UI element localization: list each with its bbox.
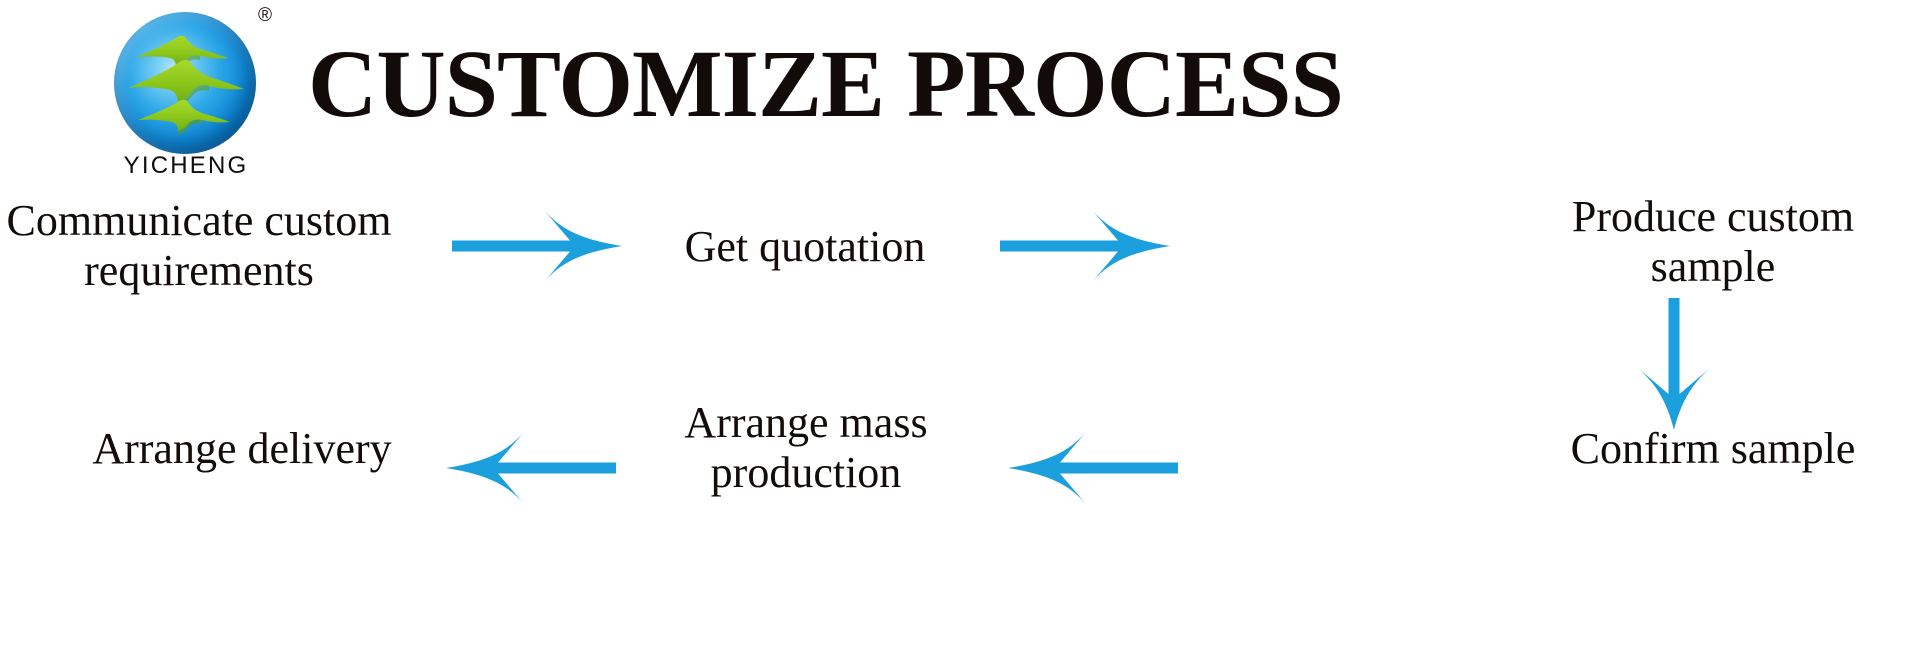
flow-node-confirm-sample: Confirm sample: [1570, 424, 1856, 473]
arrow-down-icon: [1634, 298, 1714, 430]
arrow-left-icon: [1008, 428, 1178, 508]
logo-wordmark: YICHENG: [123, 152, 249, 179]
registered-trademark-icon: ®: [258, 5, 272, 26]
arrow-left-icon: [446, 428, 616, 508]
flow-node-arrange-delivery: Arrange delivery: [92, 424, 392, 473]
flow-node-communicate: Communicate custom requirements: [6, 196, 392, 295]
diagram-header: ® YICHENG CUSTOMIZE PROCESS: [0, 0, 1920, 190]
flow-node-produce-sample: Produce custom sample: [1571, 192, 1855, 291]
company-logo: ® YICHENG: [106, 6, 276, 186]
arrow-right-icon: [452, 206, 622, 286]
arrow-right-icon: [1000, 206, 1170, 286]
flow-node-quotation: Get quotation: [684, 222, 926, 271]
logo-birds-icon: [114, 12, 256, 154]
flow-node-mass-production: Arrange mass production: [684, 398, 928, 497]
page-title: CUSTOMIZE PROCESS: [308, 30, 1344, 137]
